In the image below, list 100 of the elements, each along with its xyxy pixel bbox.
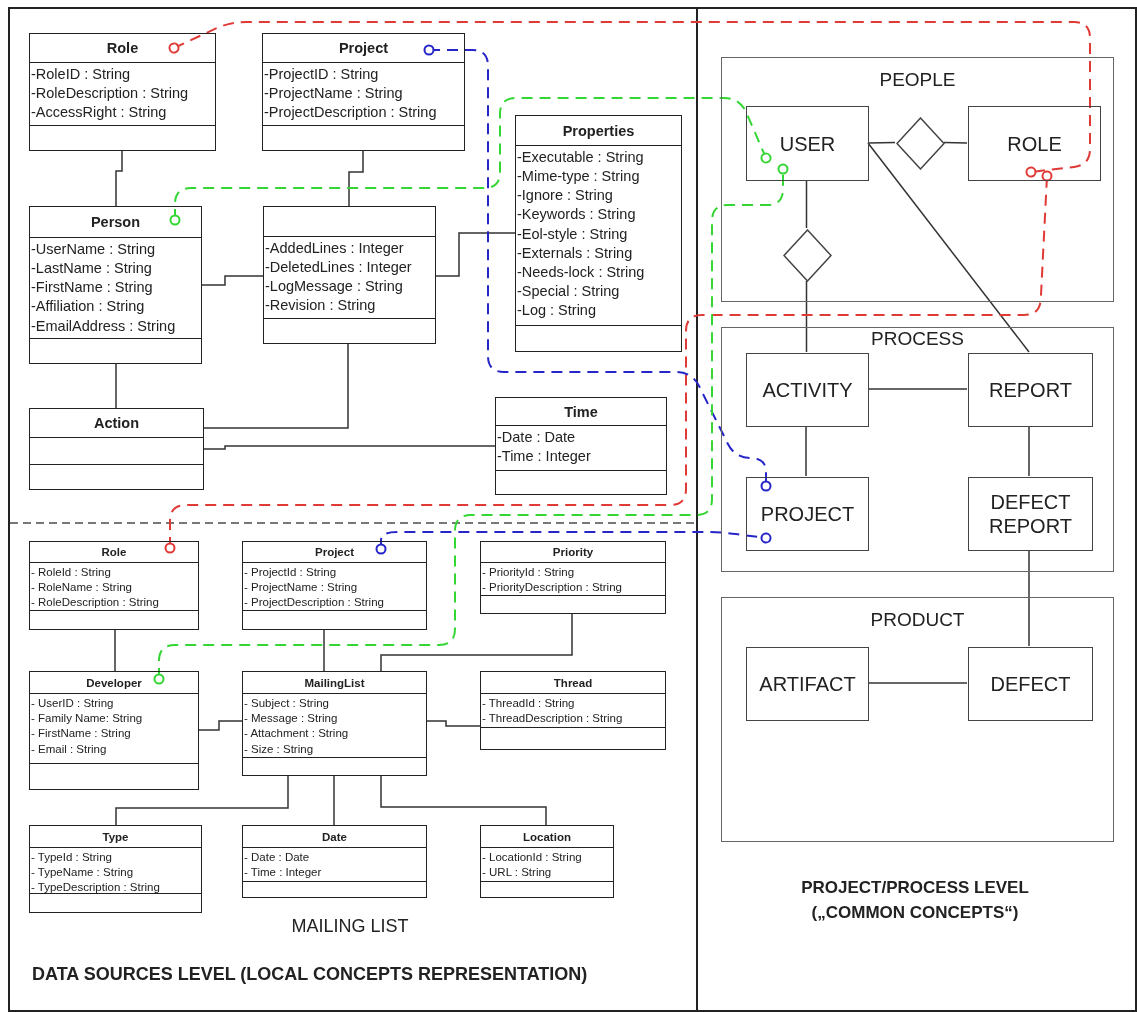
class-box (480, 671, 666, 750)
connector-line (867, 142, 1030, 353)
entity-label: ARTIFACT (759, 672, 856, 696)
attribute-text: -ProjectName : String (264, 84, 403, 104)
class-name: Role (106, 40, 139, 56)
connector-line (333, 775, 335, 826)
relationship-diamond (896, 117, 945, 170)
class-name: Role (101, 546, 127, 558)
attribute-text: -Revision : String (265, 296, 376, 316)
class-box (495, 397, 667, 495)
connector-line (805, 280, 808, 353)
class-box (480, 825, 614, 898)
dashed-mapping-line (153, 163, 789, 685)
attribute-text: - LocationId : String (482, 850, 582, 865)
attribute-text: - ProjectName : String (244, 580, 358, 596)
attribute-text: - Date : Date (244, 850, 310, 865)
attribute-text: -Time : Integer (497, 447, 591, 467)
entity-box (968, 353, 1093, 427)
attribute-text: -Eol-style : String (517, 224, 628, 244)
attribute-text: - ProjectId : String (244, 565, 337, 580)
entity-box (746, 106, 869, 181)
attribute-text: - FirstName : String (31, 726, 131, 742)
attribute-text: -LogMessage : String (265, 277, 403, 297)
connector-line (867, 682, 968, 684)
attribute-text: - ThreadId : String (482, 696, 575, 711)
attribute-text: - PriorityDescription : String (482, 580, 622, 596)
connector-line (805, 425, 807, 477)
attribute-text: -Keywords : String (517, 205, 636, 225)
connector-line (867, 388, 968, 390)
class-box (29, 671, 199, 790)
dashed-mapping-line (169, 97, 772, 226)
connector-line (115, 363, 117, 409)
class-name: Location (523, 830, 571, 843)
attribute-text: -Executable : String (517, 148, 644, 167)
section-label: MAILING LIST (291, 916, 409, 936)
class-name: Properties (562, 122, 635, 139)
attribute-text: -Mime-type : String (517, 167, 640, 187)
connector-line (1028, 425, 1030, 477)
connector-line (114, 629, 116, 672)
class-name: Type (102, 830, 129, 843)
class-box (262, 33, 465, 151)
attribute-text: -UserName : String (31, 240, 156, 259)
class-name: Action (93, 415, 140, 431)
dashed-mapping-line (168, 21, 1091, 178)
class-name: Person (90, 214, 141, 230)
class-name: MailingList (304, 676, 365, 689)
group-title: PRODUCT (870, 609, 965, 630)
attribute-text: - Email : String (31, 741, 107, 757)
class-box (29, 825, 202, 913)
attribute-text: - Time : Integer (244, 865, 322, 881)
attribute-text: - RoleName : String (31, 580, 132, 596)
dashed-mapping-line (375, 531, 772, 555)
class-box (29, 33, 216, 151)
connector-line (201, 275, 264, 286)
class-name: Project (338, 40, 389, 56)
group-title: PEOPLE (879, 69, 956, 90)
entity-label: DEFECT (990, 672, 1071, 696)
attribute-text: -AccessRight : String (31, 103, 167, 123)
connector-line (198, 720, 243, 731)
attribute-text: -ProjectID : String (264, 65, 379, 84)
class-name: Project (315, 546, 354, 558)
group-panel (721, 327, 1114, 572)
attribute-text: - UserID : String (31, 696, 114, 711)
attribute-text: -EmailAddress : String (31, 316, 176, 336)
class-box (242, 825, 427, 898)
attribute-text: - Attachment : String (244, 726, 349, 742)
attribute-text: -ProjectDescription : String (264, 103, 437, 123)
attribute-text: -LastName : String (31, 259, 152, 279)
class-name: Developer (86, 676, 142, 689)
group-panel (721, 597, 1114, 842)
entity-label: ROLE (1007, 131, 1062, 156)
group-panel (721, 57, 1114, 302)
attribute-text: -Affiliation : String (31, 297, 145, 317)
level-title: DATA SOURCES LEVEL (LOCAL CONCEPTS REPRESENTATION) (32, 964, 588, 984)
level-title: PROJECT/PROCESS LEVEL („COMMON CONCEPTS“) (801, 878, 1029, 922)
entity-box (746, 477, 869, 551)
attribute-text: -Special : String (517, 281, 620, 301)
connector-line (943, 141, 968, 144)
class-name: Priority (552, 546, 594, 558)
attribute-text: -Log : String (517, 301, 596, 320)
attribute-text: - RoleDescription : String (31, 595, 159, 611)
attribute-text: -DeletedLines : Integer (265, 258, 412, 278)
attribute-text: -Date : Date (497, 428, 576, 447)
dashed-mapping-line (164, 170, 1053, 554)
connector-line (115, 775, 289, 826)
attribute-text: -RoleDescription : String (31, 84, 189, 104)
connector-line (805, 179, 808, 229)
entity-box (968, 106, 1101, 181)
class-box (29, 541, 199, 630)
class-box (242, 671, 427, 776)
class-box (515, 115, 682, 352)
entity-box (968, 477, 1093, 551)
attribute-text: - Size : String (244, 741, 314, 757)
class-name: Thread (553, 676, 593, 689)
attribute-text: - Message : String (244, 711, 338, 727)
connector-line (435, 232, 516, 277)
entity-box (746, 647, 869, 721)
connector-line (426, 720, 481, 727)
dashed-mapping-line (423, 44, 772, 492)
entity-label: PROJECT (760, 502, 855, 526)
